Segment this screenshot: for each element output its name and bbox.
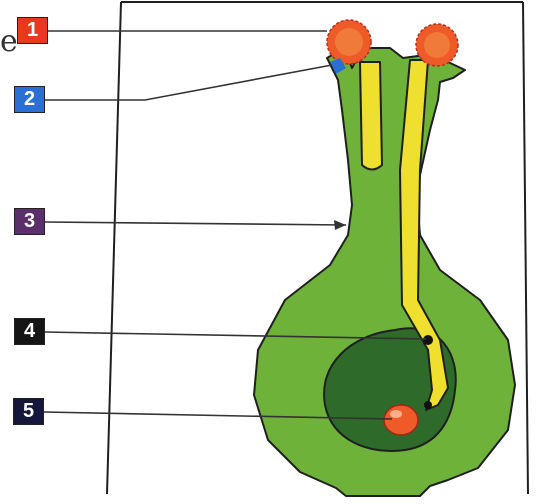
label-2-badge: 2 bbox=[14, 86, 45, 113]
stray-mark: e bbox=[0, 24, 18, 59]
pointer-3-arrowhead bbox=[334, 220, 346, 230]
pollen-grain-left bbox=[327, 20, 371, 64]
frame-left-line bbox=[107, 2, 121, 494]
frame-right-line bbox=[523, 2, 528, 494]
label-3-badge: 3 bbox=[14, 208, 45, 235]
tube-nucleus-marker bbox=[423, 335, 433, 345]
pointer-2 bbox=[45, 65, 332, 100]
ovule-highlight bbox=[390, 410, 402, 418]
tube-tip-marker bbox=[424, 401, 432, 409]
pollen-grain-right bbox=[416, 24, 458, 66]
label-4-badge: 4 bbox=[14, 318, 45, 345]
ovule bbox=[384, 405, 418, 435]
pollen-tube-short bbox=[360, 62, 382, 170]
label-1-badge: 1 bbox=[17, 17, 48, 44]
label-5-badge: 5 bbox=[13, 398, 44, 425]
pointer-3 bbox=[45, 222, 346, 225]
